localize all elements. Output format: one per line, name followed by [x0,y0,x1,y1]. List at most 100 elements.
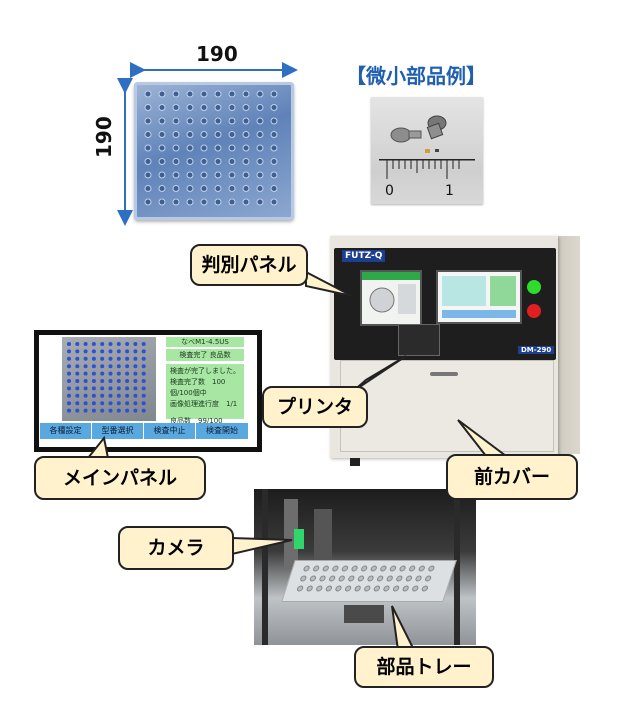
tray-height-label: 190 [92,116,116,158]
tray-pocket [75,393,80,398]
tray-pocket [270,131,278,138]
tray-pocket [386,575,393,582]
tray-pocket [100,408,105,413]
tray-pocket [322,565,329,572]
tray-pocket [75,371,80,376]
tray-pocket [367,575,374,582]
tray-pocket [364,585,371,592]
tray-pocket [256,144,264,152]
tray-pocket [186,185,194,192]
tray-pocket [325,585,333,592]
tray-pocket [67,408,71,413]
tray-pocket [67,349,71,354]
tray-pocket [319,575,326,582]
tray-pocket [75,386,80,391]
tray-pocket [100,371,105,376]
tray-pocket [214,90,222,98]
tray-pocket [389,565,397,572]
tray-pocket [200,185,208,192]
tray-pocket [67,401,71,406]
tray-pocket [116,364,121,369]
tray-pocket [133,401,138,406]
tray-pocket [67,356,71,361]
tray-pocket [67,371,71,376]
tray-pocket [348,575,355,582]
tray-pocket [83,349,88,354]
tray-pocket [300,575,307,582]
tray-pocket [172,158,180,165]
tray-pocket [270,90,278,98]
judge-panel-screen[interactable] [360,270,422,326]
tray-pocket [186,117,194,125]
tray-pocket [75,364,80,369]
tray-pocket [133,379,138,383]
front-cover-handle[interactable] [430,372,458,376]
photo-parts-tray [281,560,457,602]
tray-pocket [270,185,278,192]
tray-pocket [303,565,310,572]
machine-side-panel [556,236,580,454]
tray-pocket [338,575,345,582]
tray-pocket [75,379,80,383]
tray-pocket [344,585,352,592]
tray-pocket [405,575,413,582]
tray-pocket [172,90,180,98]
settings-button[interactable]: 各種設定 [40,423,92,439]
tray-pocket [296,585,304,592]
tray-pocket [256,131,264,138]
tray-pocket [228,198,236,206]
tray-pocket [306,585,313,592]
tray-pocket [228,117,236,125]
front-cover-callout: 前カバー [446,454,578,500]
tray-pocket [242,90,250,98]
tray-pocket [100,349,105,354]
tray-pocket [125,371,130,376]
parts-tray-photo [134,82,294,220]
tray-pocket [172,198,180,206]
model-select-button[interactable]: 型番選択 [92,423,144,439]
tray-pocket [108,401,113,406]
tray-pocket [214,144,222,152]
tray-pocket [418,565,425,572]
tray-pocket [396,575,403,582]
tray-pocket [75,401,80,406]
tray-pocket [144,90,152,98]
tray-pocket [91,349,96,354]
tray-pocket [186,131,194,138]
tray-pocket [141,371,146,376]
start-inspection-button[interactable]: 検査開始 [196,423,248,439]
tray-pocket [125,349,130,354]
tray-pocket [228,104,236,111]
tray-pocket [144,117,152,125]
tray-pocket [316,585,323,592]
main-panel-pocket-grid [67,342,146,413]
tray-pocket [144,131,152,138]
tray-pocket [228,131,236,138]
tray-pocket [141,342,146,346]
tray-pocket [91,393,96,398]
main-panel-screen[interactable] [436,270,522,324]
tray-pocket [242,144,250,152]
tray-pocket [313,565,320,572]
small-parts-photo: 0 1 [371,97,483,204]
tray-pocket [242,185,250,192]
tray-pocket [270,117,278,125]
tray-pocket [270,171,278,179]
tray-pocket [214,185,222,192]
tray-pocket [108,349,113,354]
main-panel-tray-image [62,337,156,421]
tray-pocket [108,371,113,376]
tray-pocket [409,565,416,572]
tray-pocket [144,171,152,179]
green-status-lamp [527,280,541,294]
tray-pocket [172,131,180,138]
camera-callout: カメラ [118,526,234,570]
tray-pocket [354,585,361,592]
tray-pocket [228,144,236,152]
tray-pocket [91,342,96,346]
stop-inspection-button[interactable]: 検査中止 [144,423,196,439]
tray-pocket [144,198,152,206]
tray-pocket [141,379,146,383]
tray-pocket [256,104,264,111]
tray-pocket [100,379,105,383]
